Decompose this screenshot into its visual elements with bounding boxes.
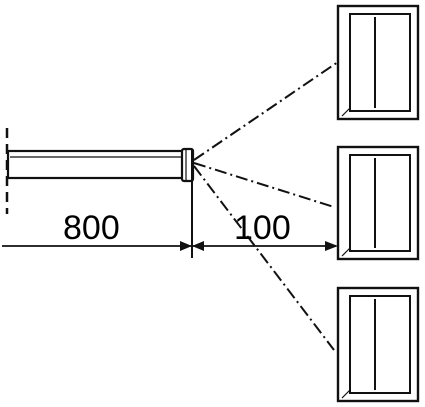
panel-middle-inner	[349, 154, 411, 252]
tube	[6, 149, 185, 180]
projection-line-middle	[193, 162, 335, 208]
panel-middle	[336, 145, 420, 261]
projection-lines	[193, 61, 339, 351]
panel-bottom-inner	[349, 295, 411, 394]
dimension-label-100: 100	[234, 209, 291, 247]
tube-body	[6, 149, 185, 180]
panel-bottom-corner	[341, 389, 351, 399]
dimension-line	[2, 241, 338, 251]
dimension-label-800: 800	[63, 209, 120, 247]
panel-top	[336, 4, 420, 121]
projection-line-top	[193, 61, 339, 161]
arrow-100-start	[192, 241, 204, 251]
panel-top-corner	[341, 107, 351, 117]
arrow-800-end	[180, 241, 192, 251]
lamp-fitting-icon	[180, 147, 195, 183]
panel-top-inner	[349, 13, 411, 112]
projection-line-bottom	[193, 165, 335, 351]
arrow-100-end	[325, 241, 338, 251]
panel-bottom	[336, 286, 420, 403]
panel-middle-corner	[341, 247, 351, 257]
